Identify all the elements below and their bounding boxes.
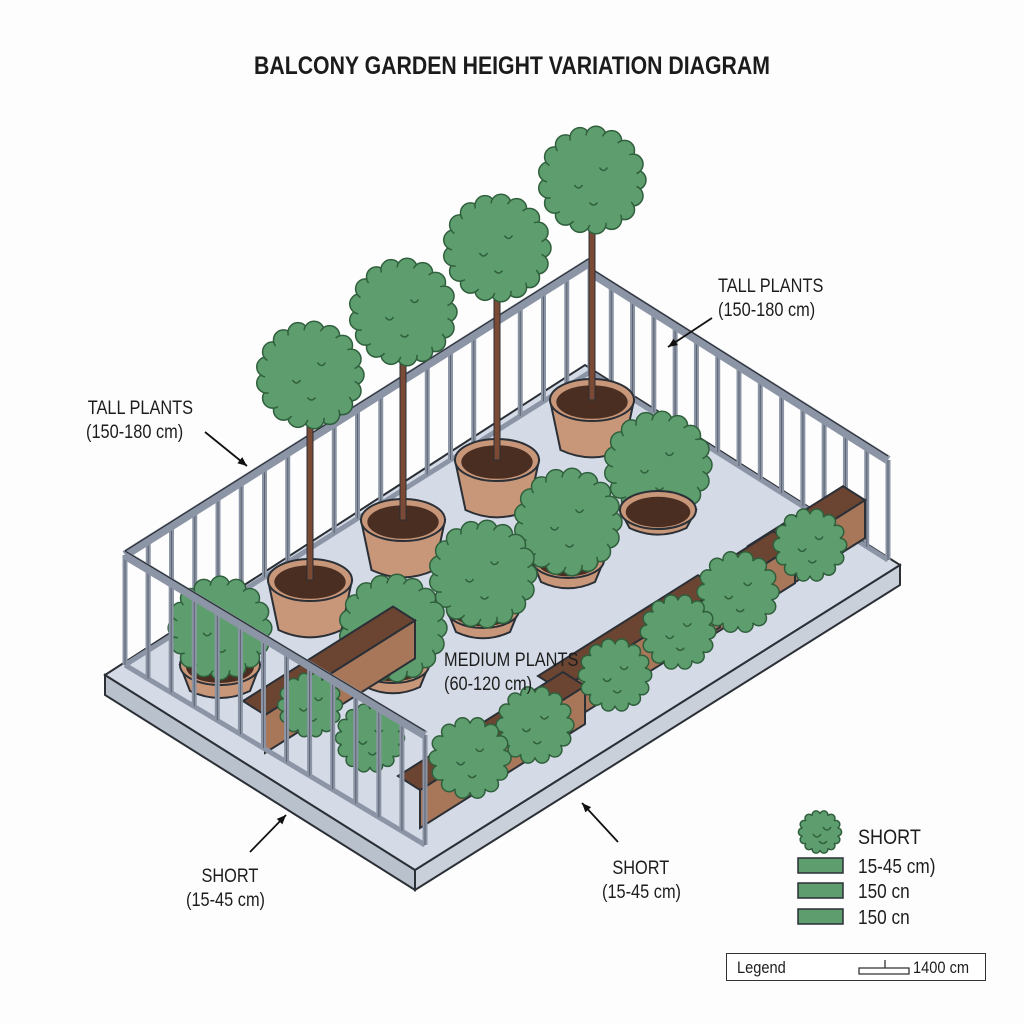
foliage-detail — [639, 452, 675, 491]
tall-right-arrow — [667, 317, 713, 348]
back-right-railing — [587, 267, 891, 563]
top-rail — [122, 551, 428, 739]
legend-item-short: SHORT — [858, 826, 921, 849]
foliage-body — [452, 203, 542, 293]
legend-box: Legend 1400 cm — [726, 953, 986, 981]
foliage-body — [646, 600, 710, 664]
foliage-detail — [464, 561, 500, 600]
foliage-body — [265, 330, 355, 420]
medium-pot-5 — [618, 490, 698, 536]
label-range: (150-180 cm) — [86, 422, 184, 443]
legend-swatch-2 — [797, 882, 844, 899]
tall-tree-2-pot — [359, 498, 447, 579]
pot-soil — [274, 565, 346, 599]
tall-left-arrow — [204, 431, 248, 467]
arrow-head — [582, 803, 592, 813]
short-bush-1 — [772, 508, 848, 582]
tall-plants-left-label: TALL PLANTS (150-180 cm) — [86, 397, 193, 445]
foliage-detail — [478, 235, 514, 274]
foliage-detail — [812, 826, 832, 845]
short-right-arrow — [581, 802, 619, 843]
short-bush-6 — [428, 717, 512, 799]
bottom-rail — [123, 662, 427, 848]
tall-plants-right-label: TALL PLANTS (150-180 cm) — [718, 275, 823, 323]
arrow-head — [276, 815, 286, 825]
label-range: (150-180 cm) — [718, 300, 816, 321]
foliage-body — [584, 644, 646, 706]
scale-bar-icon — [858, 960, 910, 975]
tall-tree-3-crown — [442, 193, 552, 303]
foliage-detail — [291, 362, 327, 401]
foliage-body — [438, 529, 528, 619]
legend-title: Legend — [737, 958, 786, 977]
arrow-head — [237, 457, 247, 466]
legend-item-2: 150 cn — [858, 881, 910, 903]
pot-soil — [367, 505, 439, 539]
short-left-arrow — [249, 814, 287, 853]
foliage-body — [435, 723, 505, 793]
short-bush-2 — [696, 551, 780, 633]
foliage-body — [802, 814, 838, 850]
tall-tree-2-crown — [348, 257, 458, 367]
label-name: SHORT — [201, 866, 259, 887]
foliage-body — [613, 420, 703, 510]
medium-bush-3 — [428, 519, 538, 629]
top-rail — [587, 268, 891, 464]
foliage-body — [358, 267, 448, 357]
label-name: MEDIUM PLANTS — [444, 650, 579, 671]
front-railing — [122, 550, 428, 848]
foliage-body — [547, 135, 637, 225]
medium-bush-5 — [603, 410, 713, 520]
label-range: (15-45 cm) — [186, 890, 265, 911]
short-bush-3 — [639, 594, 717, 670]
legend-item-1: 15-45 cm) — [858, 856, 936, 878]
top-rail-edge — [124, 550, 426, 732]
foliage-detail — [456, 748, 485, 779]
short-right-label: SHORT (15-45 cm) — [602, 857, 681, 905]
legend-item-3: 150 cn — [858, 907, 910, 929]
tall-tree-1-crown — [255, 320, 365, 430]
tall-tree-4-crown — [537, 125, 647, 235]
pot-soil — [556, 385, 628, 419]
foliage-body — [502, 692, 568, 758]
foliage-detail — [602, 666, 629, 694]
foliage-detail — [384, 299, 420, 338]
foliage-detail — [549, 509, 585, 548]
foliage-detail — [797, 536, 824, 564]
medium-plants-label: MEDIUM PLANTS (60-120 cm) — [444, 649, 578, 697]
pot-soil — [625, 496, 691, 528]
foliage-detail — [724, 582, 753, 613]
label-name: SHORT — [612, 858, 670, 879]
top-rail — [122, 258, 593, 559]
foliage-body — [703, 557, 773, 627]
short-bush-4 — [577, 638, 653, 712]
label-range: (15-45 cm) — [602, 882, 681, 903]
legend-swatch-3 — [797, 908, 844, 925]
scale-value: 1400 cm — [913, 958, 970, 977]
foliage-detail — [521, 715, 550, 745]
short-left-label: SHORT (15-45 cm) — [186, 865, 265, 913]
foliage-body — [779, 514, 841, 576]
diagram-title: BALCONY GARDEN HEIGHT VARIATION DIAGRAM — [254, 52, 770, 80]
medium-bush-4 — [513, 467, 623, 577]
pot-soil — [461, 445, 533, 479]
label-range: (60-120 cm) — [444, 674, 533, 695]
legend-swatch-1 — [797, 857, 844, 874]
label-name: TALL PLANTS — [718, 276, 824, 297]
legend-short-bush-icon — [797, 810, 843, 854]
label-name: TALL PLANTS — [87, 398, 194, 419]
foliage-detail — [665, 622, 692, 651]
short-bush-5 — [495, 686, 575, 764]
foliage-body — [523, 477, 613, 567]
top-rail-edge — [589, 267, 889, 457]
foliage-detail — [573, 167, 609, 206]
top-rail-edge — [124, 257, 591, 552]
arrow-head — [668, 338, 678, 347]
